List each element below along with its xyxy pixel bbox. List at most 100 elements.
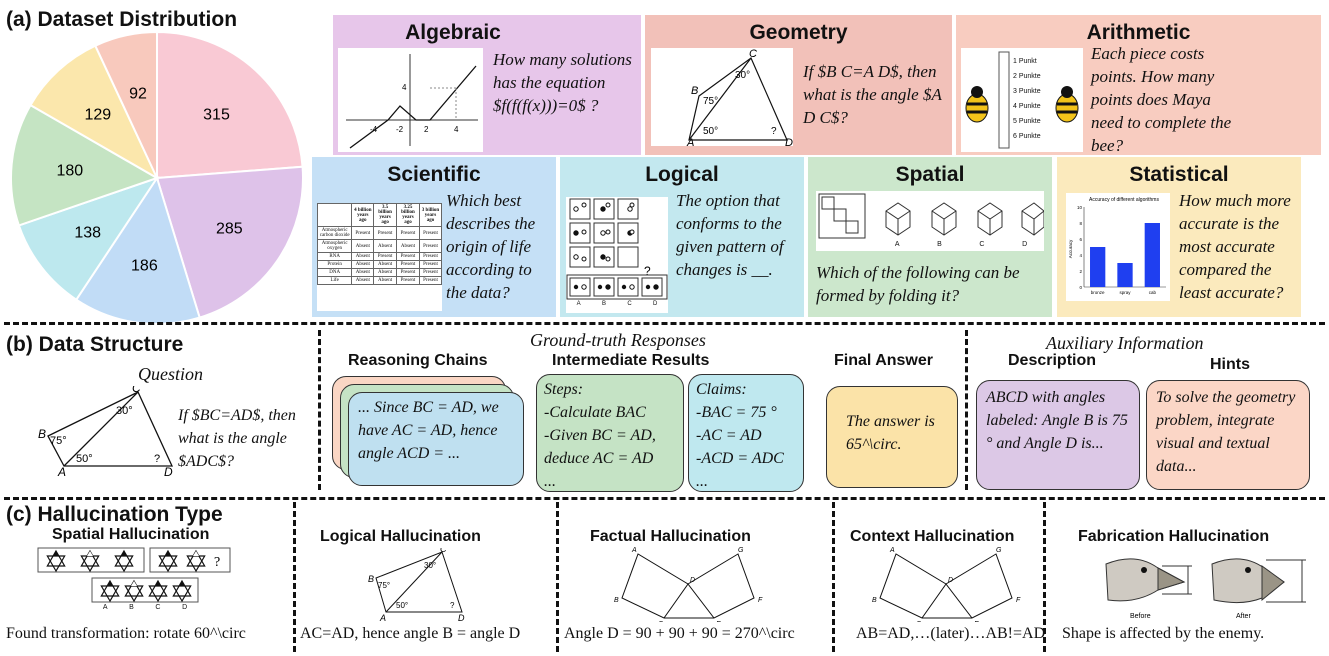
angle-label: 75° xyxy=(378,581,390,590)
hallucination-type-name: Spatial Hallucination xyxy=(52,526,210,543)
section-divider xyxy=(556,502,559,652)
vertex-label: D xyxy=(785,137,793,146)
pie-slice-label: 180 xyxy=(56,163,83,180)
vertex-label: B xyxy=(614,597,619,604)
table-cell: Absent xyxy=(351,239,375,253)
bar xyxy=(1090,247,1106,287)
description-label: Description xyxy=(1008,352,1097,369)
card-question: Each piece costs points. How many points… xyxy=(1091,44,1232,155)
option-label: D xyxy=(652,301,658,307)
vertex-label: B xyxy=(368,574,374,584)
factual-squares-figure: ABCDEFG xyxy=(614,547,763,622)
pattern-cell xyxy=(617,246,639,268)
angle-label: 50° xyxy=(76,453,93,465)
tick-label: 2 xyxy=(424,125,429,134)
angle-label: 30° xyxy=(116,405,133,417)
card-title: Algebraic xyxy=(405,21,501,44)
bird-label: After xyxy=(1236,613,1251,620)
table-header: 3.25 billion years ago xyxy=(395,203,420,227)
pie-slice-label: 129 xyxy=(84,106,111,123)
option-cell xyxy=(593,277,615,297)
pattern-cell xyxy=(569,222,591,244)
auxiliary-info-label: Auxiliary Information xyxy=(1046,333,1204,353)
vertex-label: G xyxy=(996,547,1002,554)
star-of-david xyxy=(100,579,120,603)
table-cell: Present xyxy=(395,252,420,261)
vertex-label: B xyxy=(691,85,698,97)
option-label: C xyxy=(979,241,985,248)
option-label: A xyxy=(102,604,108,611)
table-header: 3 billion years ago xyxy=(418,203,443,227)
card-geometry: Geometry B C A D 75° 30° 50° ? If $B C=A… xyxy=(645,15,952,155)
vertex-label: B xyxy=(38,427,46,441)
table-cell: Absent xyxy=(351,268,375,277)
star-of-david xyxy=(46,549,66,573)
star-of-david xyxy=(186,549,206,573)
table-cell: Absent xyxy=(373,239,397,253)
hallucination-type-name: Fabrication Hallucination xyxy=(1078,528,1270,545)
logical-geometry-figure: B C A D 75° 30° 50° ? xyxy=(368,548,465,622)
option-label: A xyxy=(894,241,900,248)
table-cell: Life xyxy=(316,276,353,285)
folding-options-image: A B C D xyxy=(816,191,1045,251)
table-cell: Present xyxy=(395,260,420,269)
table-cell: Present xyxy=(418,276,443,285)
tick-label: -4 xyxy=(370,125,378,134)
question-label: Question xyxy=(138,364,203,384)
angle-label: 30° xyxy=(424,561,436,570)
pie-slice xyxy=(10,103,160,227)
card-question: How many solutions has the equation $f(f… xyxy=(493,50,632,115)
option-label: B xyxy=(601,301,606,307)
table-cell: Present xyxy=(351,226,375,240)
table-header xyxy=(316,203,353,227)
table-cell: Absent xyxy=(395,239,420,253)
vertex-label: F xyxy=(1016,597,1021,604)
claims-card xyxy=(688,374,804,492)
card-statistical: Statistical Accuracy of different algori… xyxy=(1057,157,1301,317)
angle-label: ? xyxy=(771,126,777,137)
section-divider xyxy=(318,330,321,490)
section-divider xyxy=(1043,502,1046,652)
star-of-david xyxy=(158,549,178,573)
y-tick-label: 2 xyxy=(1079,269,1082,274)
vertex-label: D xyxy=(948,577,953,584)
section-divider xyxy=(965,330,968,490)
table-cell: Present xyxy=(395,276,420,285)
table-cell: RNA xyxy=(316,252,353,261)
points-item: 4 Punkte xyxy=(1013,103,1041,110)
section-divider xyxy=(293,502,296,652)
star-of-david xyxy=(148,579,168,603)
logical-pattern-image: ? A B C D xyxy=(566,197,668,313)
option-label: D xyxy=(182,604,188,611)
table-header: 3.5 billion years ago xyxy=(373,203,397,227)
table-cell: DNA xyxy=(316,268,353,277)
hallucination-caption: Found transformation: rotate 60^\circ xyxy=(6,625,246,642)
ground-truth-label: Ground-truth Responses xyxy=(530,330,706,350)
algebraic-graph-image: -4 -2 2 4 4 xyxy=(338,48,483,152)
points-item: 1 Punkt xyxy=(1013,58,1037,65)
card-question: Which best describes the origin of life … xyxy=(446,191,536,302)
question-geometry-figure: B C A D 75° 30° 50° ? xyxy=(38,386,174,476)
card-question: The option that conforms to the given pa… xyxy=(676,191,784,279)
option-cell xyxy=(569,277,591,297)
table-cell: Atmospheric carbon dioxide xyxy=(316,226,353,240)
y-tick-label: 4 xyxy=(1079,253,1082,258)
table-cell: Present xyxy=(418,252,443,261)
points-item: 5 Punkte xyxy=(1013,118,1041,125)
vertex-label: E xyxy=(716,621,721,622)
panel-c-title: (c) Hallucination Type xyxy=(6,503,223,526)
option-label: C xyxy=(155,604,161,611)
geometry-figure-image: B C A D 75° 30° 50° ? xyxy=(651,48,793,149)
option-cell xyxy=(617,277,639,297)
hallucination-caption: AB=AD,…(later)…AB!=AD xyxy=(856,625,1046,642)
panel-b-title: (b) Data Structure xyxy=(6,333,184,356)
points-item: 3 Punkte xyxy=(1013,88,1041,95)
description-card xyxy=(976,380,1140,490)
star-of-david xyxy=(172,579,192,603)
vertex-label: F xyxy=(758,597,763,604)
